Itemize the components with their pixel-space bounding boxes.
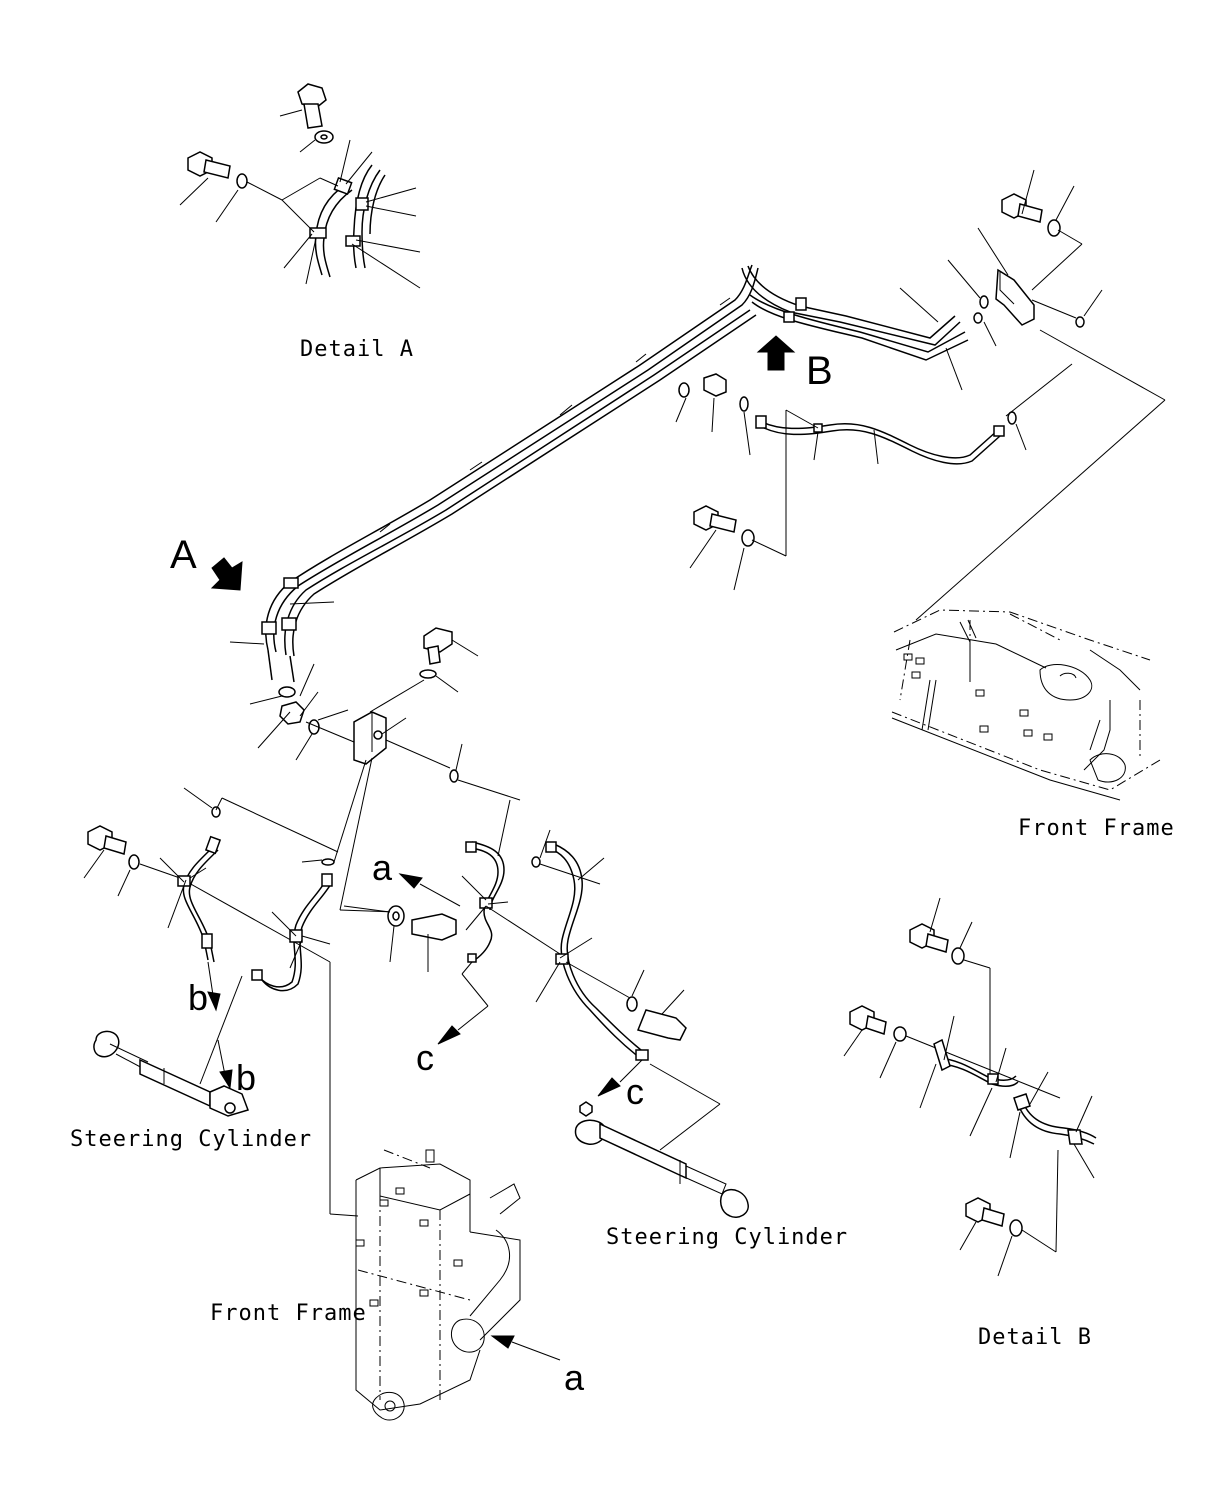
- washer-icon: [299, 130, 334, 153]
- bolt-icon: [279, 83, 327, 129]
- o-ring-icon: [1075, 316, 1085, 328]
- arrow-b-icon: [207, 991, 221, 1012]
- o-ring-icon: [419, 669, 437, 679]
- o-ring-icon: [678, 382, 690, 398]
- detail-a-group: Detail A: [179, 83, 421, 362]
- washer-icon: [1047, 219, 1061, 237]
- main-hose-run: [229, 264, 759, 761]
- connector-icon: [703, 373, 727, 397]
- washer-icon: [1009, 1219, 1023, 1237]
- o-ring-icon: [211, 806, 221, 818]
- o-ring-icon: [973, 312, 983, 324]
- bolt-icon: [179, 151, 231, 206]
- steering-cylinder-left-label: Steering Cylinder: [70, 1127, 312, 1152]
- arrow-c-icon: [437, 1025, 461, 1045]
- left-hoses-group: b b Steering Cylinder: [70, 787, 359, 1217]
- detail-b-group: Detail B: [843, 897, 1097, 1350]
- steering-cylinder-center: [574, 1101, 749, 1218]
- bolt-icon: [411, 913, 457, 941]
- arrow-b-icon: [219, 1069, 233, 1090]
- washer-icon: [893, 1026, 907, 1042]
- o-ring-icon: [1007, 411, 1017, 425]
- bolt-icon: [689, 505, 737, 569]
- view-b-arrow-icon: [756, 335, 796, 371]
- callout-a-mid: a: [372, 847, 393, 888]
- detail-a-label: Detail A: [300, 337, 414, 362]
- detail-b-label: Detail B: [978, 1325, 1092, 1350]
- view-b-marker: B: [756, 335, 833, 393]
- callout-b-second: b: [236, 1057, 256, 1098]
- washer-icon: [128, 854, 140, 870]
- callout-b-first: b: [188, 977, 208, 1018]
- front-frame-right-label: Front Frame: [1018, 816, 1175, 841]
- connector-icon: [279, 701, 305, 725]
- view-a-arrow-icon: [210, 557, 243, 591]
- callout-c-left: c: [416, 1037, 434, 1078]
- view-a-marker: A: [170, 533, 243, 591]
- o-ring-icon: [979, 295, 989, 309]
- washer-icon: [236, 173, 248, 189]
- washer-icon: [626, 996, 638, 1012]
- bolt-icon: [423, 627, 453, 653]
- view-a-letter: A: [170, 533, 197, 577]
- front-frame-bottom: a Front Frame: [210, 1149, 585, 1421]
- front-frame-bottom-label: Front Frame: [210, 1301, 367, 1326]
- bracket-icon: [995, 268, 1035, 326]
- o-ring-icon: [278, 686, 296, 698]
- bolt-icon: [1001, 169, 1043, 223]
- arrow-c-icon: [597, 1077, 621, 1097]
- o-ring-icon: [449, 769, 459, 783]
- washer-icon: [741, 529, 755, 547]
- bolt-icon: [843, 1005, 887, 1057]
- central-block-group: [305, 627, 601, 913]
- arrow-a-icon: [398, 873, 423, 889]
- o-ring-icon: [321, 858, 335, 866]
- front-frame-right: Front Frame: [891, 609, 1175, 841]
- o-ring-icon: [531, 856, 541, 868]
- bolt-icon: [959, 1197, 1005, 1251]
- center-hoses-group: a c c: [343, 799, 848, 1250]
- bolt-icon: [83, 825, 127, 879]
- arrow-a-icon: [490, 1335, 515, 1349]
- washer-icon: [951, 947, 965, 965]
- upper-right-group: B: [675, 169, 1166, 621]
- view-b-letter: B: [806, 349, 833, 393]
- o-ring-icon: [739, 396, 749, 412]
- steering-cylinder-left: [93, 1030, 249, 1117]
- bolt-icon: [909, 897, 949, 953]
- junction-block-icon: [353, 711, 387, 765]
- bolt-icon: [636, 1009, 687, 1041]
- callout-a-bottom: a: [564, 1357, 585, 1398]
- callout-c-right: c: [626, 1071, 644, 1112]
- steering-cylinder-center-label: Steering Cylinder: [606, 1225, 848, 1250]
